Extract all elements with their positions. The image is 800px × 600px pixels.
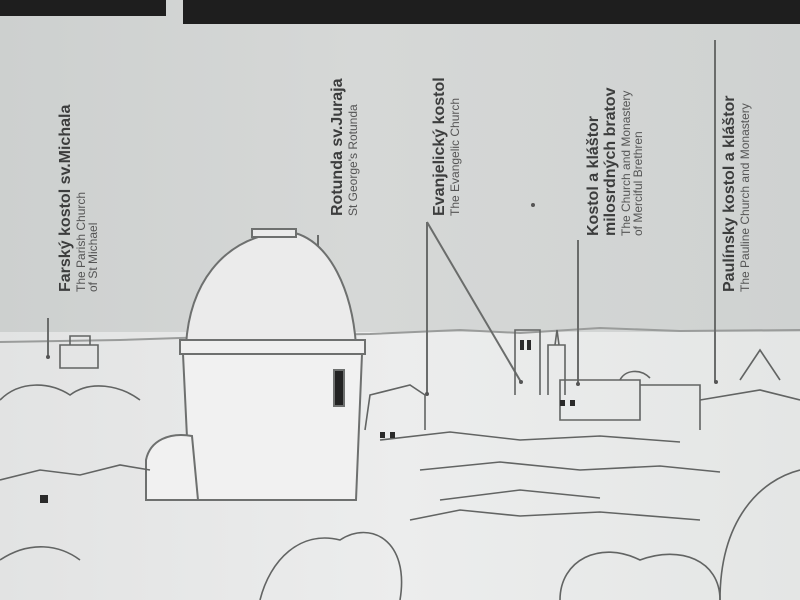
label-merciful-brethren: Kostol a kláštor milosrdných bratov The … — [585, 0, 646, 236]
label-pauline: Paulínsky kostol a kláštor The Pauline C… — [721, 0, 752, 292]
label-rotunda-title: Rotunda sv.Juraja — [329, 78, 346, 216]
label-pauline-title: Paulínsky kostol a kláštor — [721, 95, 738, 292]
pointer-evangelic-diag — [426, 221, 522, 383]
rotunda-drawing — [145, 228, 366, 501]
label-pauline-sub1: The Pauline Church and Monastery — [737, 103, 752, 292]
label-rotunda: Rotunda sv.Juraja St George's Rotunda — [329, 0, 360, 216]
label-parish-church: Farský kostol sv.Michala The Parish Chur… — [57, 0, 101, 292]
label-evangelic-sub1: The Evangelic Church — [447, 97, 462, 216]
horizon-line — [0, 326, 800, 343]
top-frame-right — [183, 0, 800, 24]
label-evangelic: Evanjelický kostol The Evangelic Church — [431, 0, 462, 216]
label-merciful-brethren-sub2: of Merciful Brethren — [631, 131, 646, 236]
label-merciful-brethren-title: Kostol a kláštor — [585, 115, 602, 236]
label-evangelic-title: Evanjelický kostol — [431, 77, 448, 216]
label-merciful-brethren-title2: milosrdných bratov — [601, 87, 619, 236]
label-rotunda-sub1: St George's Rotunda — [345, 104, 360, 216]
label-parish-church-sub2: of St Michael — [86, 222, 101, 292]
buildings-linework — [0, 329, 800, 600]
top-frame-left — [0, 0, 166, 16]
label-parish-church-title: Farský kostol sv.Michala — [57, 104, 74, 292]
